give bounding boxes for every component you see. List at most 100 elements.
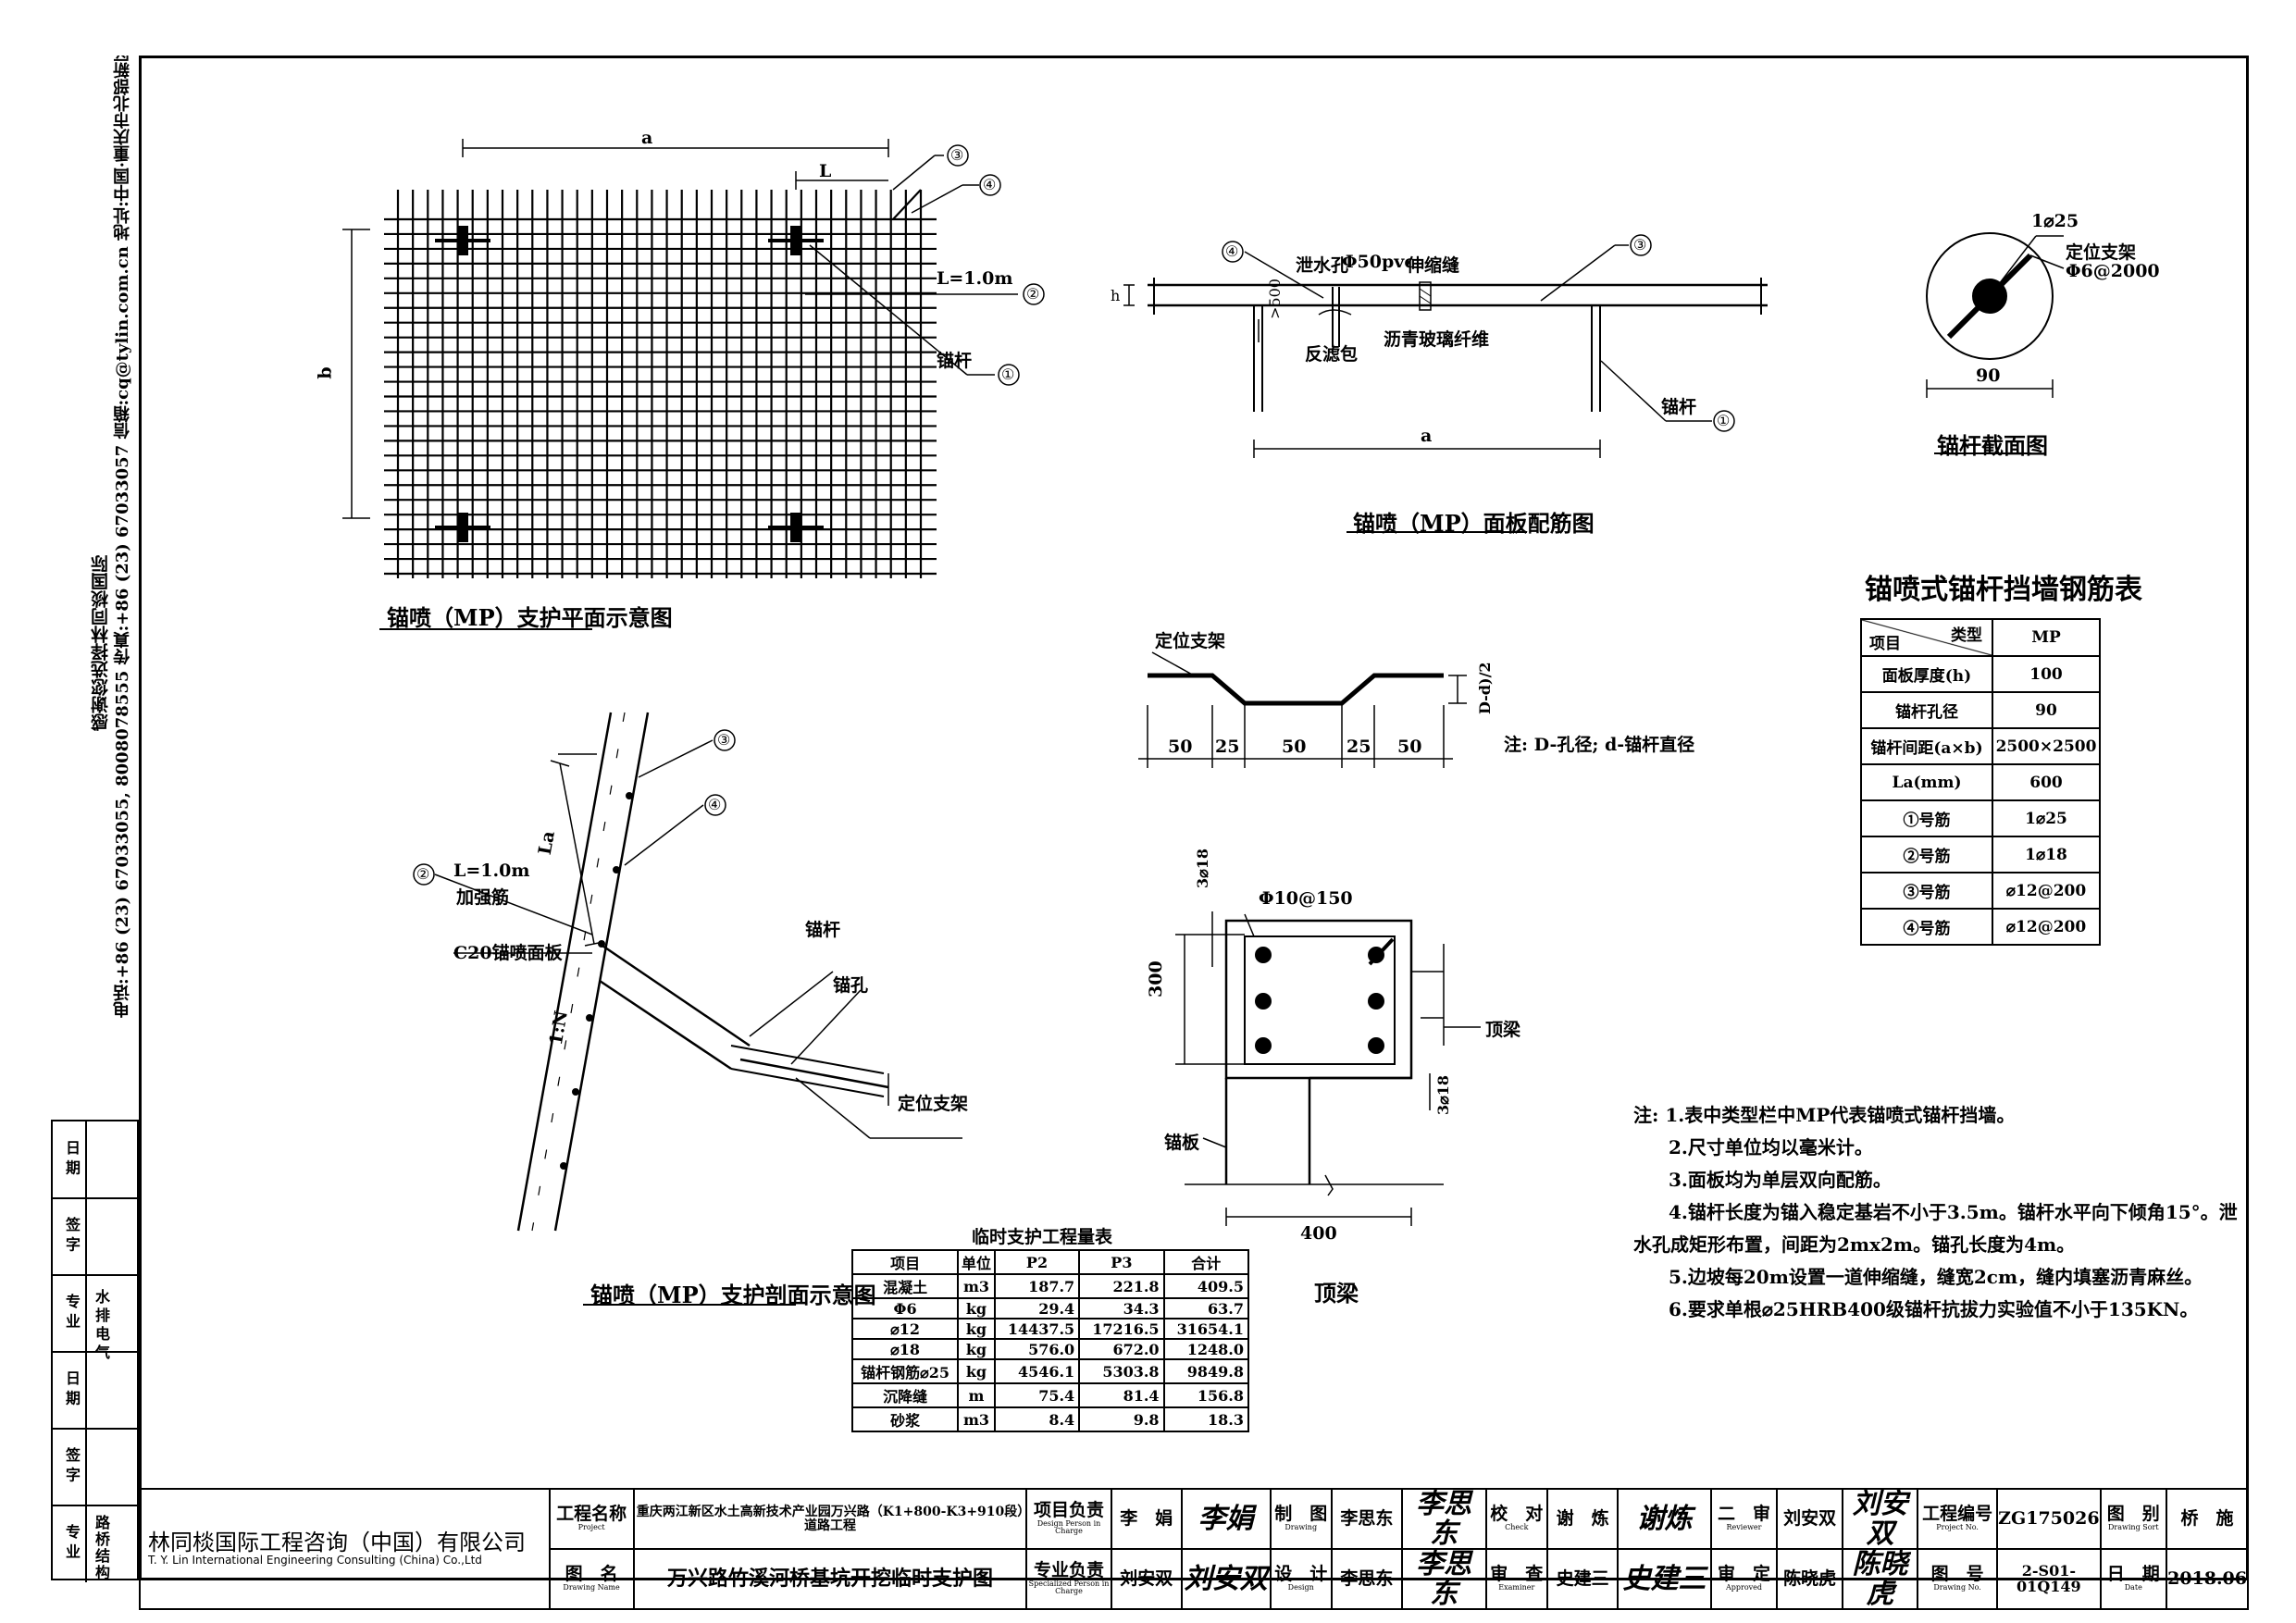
- note-line: 5.边坡每20m设置一道伸缩缝，缝宽2cm，缝内填塞沥青麻丝。: [1669, 1266, 2203, 1288]
- quantity-cell: 221.8: [1078, 1273, 1165, 1299]
- bracket-dim-5: 50: [1397, 737, 1422, 757]
- drawing-sort: 桥 施: [2166, 1488, 2249, 1550]
- rebar-table-title: 锚喷式锚杆挡墙钢筋表: [1865, 574, 2142, 606]
- margin-sign-2: 签 字: [63, 1447, 81, 1482]
- panel-view-title: 锚喷（MP）面板配筋图: [1353, 510, 1595, 537]
- design-label: 设 计: [1274, 1564, 1328, 1585]
- bracket-dim-d: D-d)/2: [1476, 662, 1494, 714]
- rebar-item: ①号筋: [1860, 799, 1993, 837]
- margin-spec-2: 专 业: [63, 1524, 81, 1559]
- section-panel: C20锚喷面板: [453, 943, 563, 963]
- section-view-title: 锚喷（MP）支护剖面示意图: [590, 1282, 876, 1308]
- rebar-value: 1⌀18: [1992, 836, 2101, 873]
- panel-callout-3: ③: [1633, 236, 1647, 254]
- quantity-cell: 75.4: [993, 1382, 1081, 1408]
- approve-label: 审 定: [1718, 1564, 1771, 1585]
- bracket-note: 注: D-孔径; d-锚杆直径: [1504, 735, 1695, 755]
- rebar-item: ②号筋: [1860, 836, 1993, 873]
- panel-filter-bag: 反滤包: [1305, 344, 1359, 365]
- panel-pipe: Φ50pvc: [1342, 252, 1415, 272]
- exam-label: 审 查: [1490, 1564, 1544, 1585]
- quantity-cell: m: [957, 1382, 996, 1408]
- rebar-item: 面板厚度(h): [1860, 655, 1993, 693]
- spec-name: 刘安双: [1110, 1548, 1183, 1610]
- quantity-header: 项目: [850, 1249, 960, 1275]
- circle-dim: 90: [1976, 365, 2001, 386]
- review-label: 二 审: [1718, 1504, 1771, 1525]
- date-label: 日 期: [2106, 1564, 2160, 1585]
- beam-panel-label: 锚板: [1164, 1133, 1200, 1153]
- rebar-item: ③号筋: [1860, 872, 1993, 910]
- plan-dim-L: L: [819, 161, 832, 181]
- quantity-cell: 672.0: [1078, 1338, 1165, 1360]
- bracket-dim-3: 50: [1282, 737, 1307, 757]
- circle-bracket-spec: Φ6@2000: [2066, 261, 2160, 281]
- bracket-dim-4: 25: [1347, 737, 1371, 757]
- panel-callout-1: ①: [1717, 412, 1731, 429]
- rebar-item: 锚杆孔径: [1860, 691, 1993, 729]
- section-bracket: 定位支架: [898, 1094, 969, 1114]
- company-name-cn: 林同棪国际工程咨询（中国）有限公司: [148, 1530, 526, 1556]
- plan-callout-4: ④: [983, 176, 997, 193]
- plan-anchor-label: 锚杆: [937, 351, 973, 371]
- panel-drain-hole: 泄水孔: [1296, 255, 1349, 276]
- rebar-value: 2500×2500: [1992, 727, 2101, 765]
- title-block: 林同棪国际工程咨询（中国）有限公司 T. Y. Lin Internationa…: [139, 1488, 2249, 1610]
- quantity-cell: 29.4: [993, 1297, 1081, 1319]
- beam-bottom-bars: 3⌀18: [1434, 1074, 1452, 1115]
- plan-view-title: 锚喷（MP）支护平面示意图: [387, 604, 673, 631]
- rebar-value: 90: [1992, 691, 2101, 729]
- drawing-no: 2-S01-01Q149: [1996, 1548, 2102, 1610]
- note-line: 3.面板均为单层双向配筋。: [1669, 1169, 1892, 1191]
- margin-discipline-a: 水排电气: [95, 1288, 111, 1361]
- rebar-item: 锚杆间距(a×b): [1860, 727, 1993, 765]
- beam-label: 顶梁: [1485, 1020, 1521, 1040]
- beam-dim-400: 400: [1300, 1223, 1337, 1244]
- rebar-value: 100: [1992, 655, 2101, 693]
- exam-name: 史建三: [1546, 1548, 1620, 1610]
- plan-callout-1: ①: [1001, 365, 1015, 383]
- quantity-cell: kg: [957, 1318, 996, 1340]
- drawing-no-label: 图 号: [1930, 1564, 1984, 1585]
- plan-len-label: L=1.0m: [937, 268, 1013, 289]
- check-label: 校 对: [1490, 1504, 1544, 1525]
- approve-signature: 陈晓虎: [1852, 1548, 1908, 1610]
- rebar-value: 1⌀25: [1992, 799, 2101, 837]
- rebar-item: ④号筋: [1860, 908, 1993, 946]
- project-name: 重庆两江新区水土高新技术产业园万兴路（K1+800-K3+910段）道路工程: [632, 1488, 1028, 1550]
- check-signature: 谢炼: [1636, 1502, 1693, 1535]
- quantity-cell: m3: [957, 1406, 996, 1432]
- circle-title: 锚杆截面图: [1937, 432, 2048, 459]
- panel-dim-a: a: [1421, 426, 1433, 446]
- rebar-table-row: 面板厚度(h)100: [1860, 655, 2101, 693]
- design-name: 李思东: [1330, 1548, 1403, 1610]
- margin-date-2: 日 期: [63, 1370, 81, 1406]
- project-no: ZG175026: [1996, 1488, 2102, 1550]
- quantity-cell: kg: [957, 1297, 996, 1319]
- quantity-cell: ⌀12: [850, 1318, 960, 1340]
- rebar-header-value: MP: [1992, 618, 2101, 657]
- design-signature: 李思东: [1416, 1548, 1472, 1610]
- note-line: 6.要求单根⌀25HRB400级锚杆抗拔力实验值不小于135KN。: [1669, 1298, 2199, 1320]
- beam-stirrup: Φ10@150: [1259, 888, 1353, 909]
- quantity-cell: 9849.8: [1162, 1358, 1250, 1384]
- quantity-cell: 31654.1: [1162, 1318, 1250, 1340]
- bracket-dim-2: 25: [1215, 737, 1240, 757]
- quantity-cell: 187.7: [993, 1273, 1081, 1299]
- margin-date-1: 日 期: [63, 1140, 81, 1175]
- quantity-header: 合计: [1162, 1249, 1250, 1275]
- quantity-header: 单位: [957, 1249, 996, 1275]
- check-name: 谢 炼: [1546, 1488, 1620, 1550]
- spec-label: 专业负责: [1034, 1560, 1105, 1581]
- section-anchor: 锚杆: [805, 920, 841, 940]
